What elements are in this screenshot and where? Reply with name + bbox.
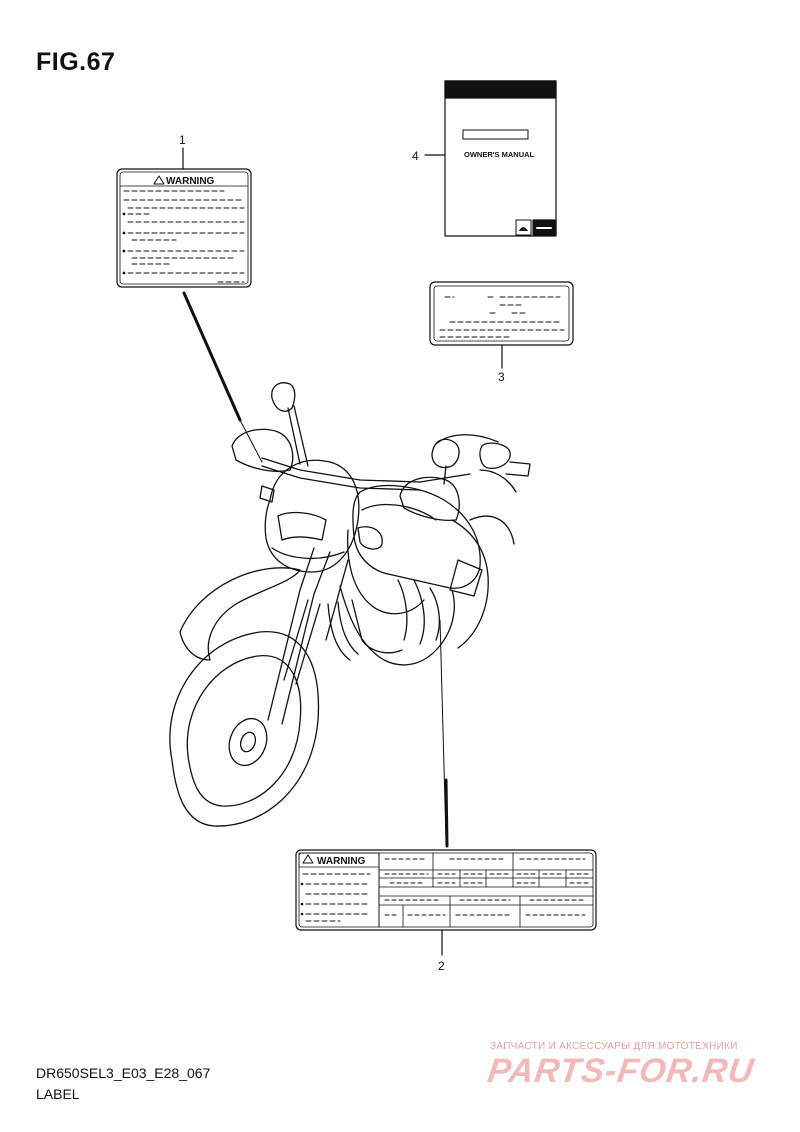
callout-4: 4 bbox=[412, 149, 419, 163]
callout-3: 3 bbox=[498, 370, 505, 384]
motorcycle-outline bbox=[169, 382, 531, 827]
figure-code: DR650SEL3_E03_E28_067 bbox=[36, 1065, 211, 1081]
info-label-part-3[interactable] bbox=[429, 281, 574, 346]
warning-label-2-text: WARNING bbox=[317, 856, 366, 867]
figure-subtitle: LABEL bbox=[36, 1086, 80, 1102]
warning-label-part-1[interactable] bbox=[116, 168, 252, 288]
watermark-logo: PARTS-FOR.RU bbox=[485, 1052, 757, 1090]
callout-1: 1 bbox=[179, 133, 186, 147]
callout-2: 2 bbox=[438, 959, 445, 973]
brand-logo-icon bbox=[515, 219, 532, 236]
warning-triangle-icon bbox=[302, 854, 314, 864]
owners-manual-part-4[interactable] bbox=[444, 80, 557, 237]
warning-label-1-text: WARNING bbox=[166, 176, 215, 187]
watermark-tagline: ЗАПЧАСТИ И АКСЕССУАРЫ ДЛЯ МОТОТЕХНИКИ bbox=[490, 1041, 738, 1052]
manual-cover-text: OWNER'S MANUAL bbox=[464, 150, 535, 159]
warning-label-part-2[interactable] bbox=[295, 849, 597, 931]
warning-triangle-icon bbox=[153, 175, 165, 185]
figure-title: FIG.67 bbox=[36, 48, 116, 76]
